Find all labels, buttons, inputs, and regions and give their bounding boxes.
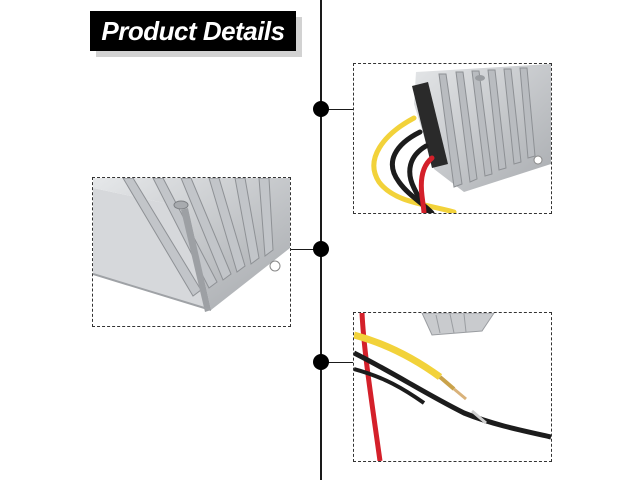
heat-sink-corner-image	[93, 178, 290, 326]
connector-middle	[290, 249, 321, 250]
stripped-wires-image	[354, 313, 551, 461]
page-title: Product Details	[90, 11, 296, 51]
connector-top	[321, 109, 353, 110]
photo-stripped-wires	[353, 312, 552, 462]
timeline-line	[320, 0, 322, 480]
photo-heat-sink-wires	[353, 63, 552, 214]
photo-heat-sink-corner	[92, 177, 291, 327]
timeline-dot-bottom	[313, 354, 329, 370]
timeline-dot-middle	[313, 241, 329, 257]
heat-sink-wires-image	[354, 64, 551, 213]
timeline-dot-top	[313, 101, 329, 117]
connector-bottom	[321, 362, 353, 363]
